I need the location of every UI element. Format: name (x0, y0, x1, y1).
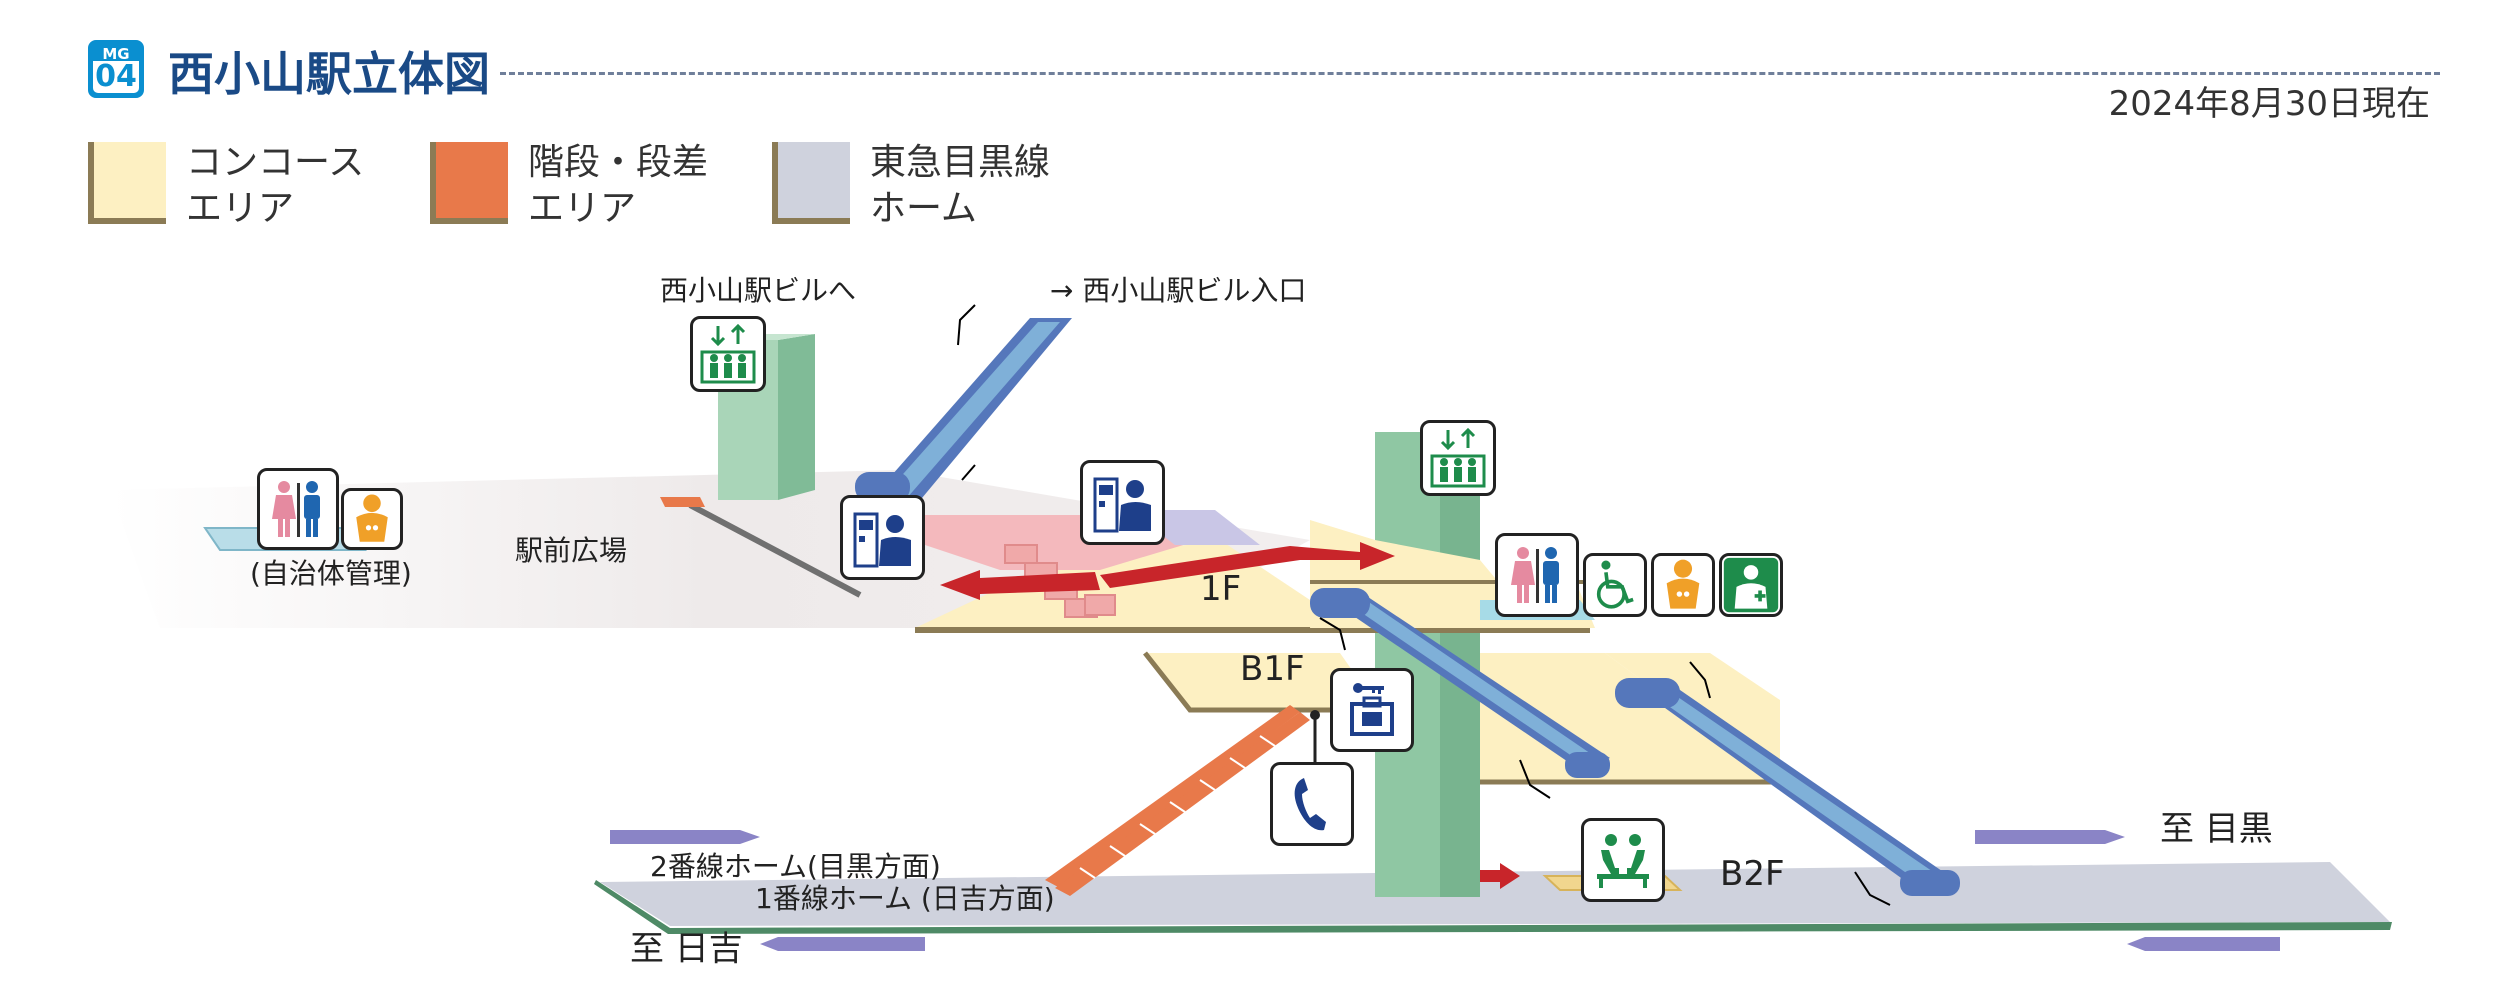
label-platform-2: 2番線ホーム(目黒方面) (650, 850, 941, 883)
plaza-ramp-line (688, 502, 862, 598)
floor-label-b2f: B2F (1720, 854, 1785, 894)
as-of-date: 2024年8月30日現在 (2108, 84, 2430, 124)
floor-label-1f: 1F (1200, 569, 1241, 609)
label-building-entrance: → 西小山駅ビル入口 (1050, 274, 1306, 307)
baby-care-icon (341, 488, 403, 550)
label-building-to: 西小山駅ビルへ (660, 274, 856, 307)
concourse-b1f-right (1420, 653, 1780, 782)
escalator-b1f-b2f (1615, 678, 1960, 896)
pointer-1f-escalator (1319, 617, 1346, 651)
label-to-meguro: 至 目黒 (2160, 809, 2273, 849)
locker-icon (1330, 668, 1414, 752)
ticket-machine-icon (1080, 460, 1165, 545)
pointer-b2f-escalator (1854, 871, 1891, 906)
concourse-b1f-left (1145, 653, 1380, 710)
track-arrow-lower-left (760, 937, 925, 951)
legend-swatch-stairs (430, 142, 508, 224)
flow-arrow-red-left (940, 570, 1100, 600)
escalator-to-building (855, 318, 1072, 510)
ticket-machine-icon (840, 495, 925, 580)
floor-label-b1f: B1F (1240, 649, 1305, 689)
page-title: 西小山駅立体図 (168, 47, 490, 101)
escalator-1f-b1f (1310, 588, 1610, 778)
stairs-b1f-b2f (1045, 705, 1310, 896)
legend-swatch-platform (772, 142, 850, 224)
label-to-hiyoshi: 至 日吉 (630, 929, 743, 969)
label-plaza: 駅前広場 (515, 534, 627, 567)
badge-line-code: MG (102, 45, 130, 63)
badge-station-number: 04 (93, 61, 139, 93)
legend-label-stairs: 階段・段差エリア (528, 142, 709, 229)
label-platform-1: 1番線ホーム (日吉方面) (755, 882, 1055, 915)
baby-care-icon (1651, 553, 1715, 617)
ostomate-icon (1719, 553, 1783, 617)
pointer-plaza-up (961, 464, 976, 481)
title-divider (500, 72, 2440, 75)
label-municipal: (自治体管理) (250, 557, 412, 590)
flow-arrow-red-right (1100, 542, 1395, 588)
legend-swatch-concourse (88, 142, 166, 224)
wheelchair-icon (1583, 553, 1647, 617)
waiting-area-icon (1581, 818, 1665, 902)
pointer-b1f-lower (1519, 759, 1551, 799)
pointer-b1f-escalator (1689, 661, 1711, 699)
legend-label-platform: 東急目黒線ホーム (870, 142, 1051, 229)
restroom-icon (1495, 533, 1579, 617)
track-arrow-upper-left (610, 830, 760, 844)
elevator-icon (1420, 420, 1496, 496)
station-number-badge: MG 04 (88, 40, 144, 98)
restroom-icon (257, 468, 339, 550)
track-arrow-lower-right (2127, 937, 2280, 951)
elevator-icon (690, 316, 766, 392)
platform-b2f-edge (594, 880, 2392, 934)
track-arrow-upper-right (1975, 830, 2125, 844)
flow-arrow-red-b2f (1480, 863, 1520, 889)
legend-label-concourse: コンコースエリア (186, 142, 365, 229)
phone-icon (1270, 762, 1354, 846)
pointer-building-escalator (957, 304, 976, 346)
